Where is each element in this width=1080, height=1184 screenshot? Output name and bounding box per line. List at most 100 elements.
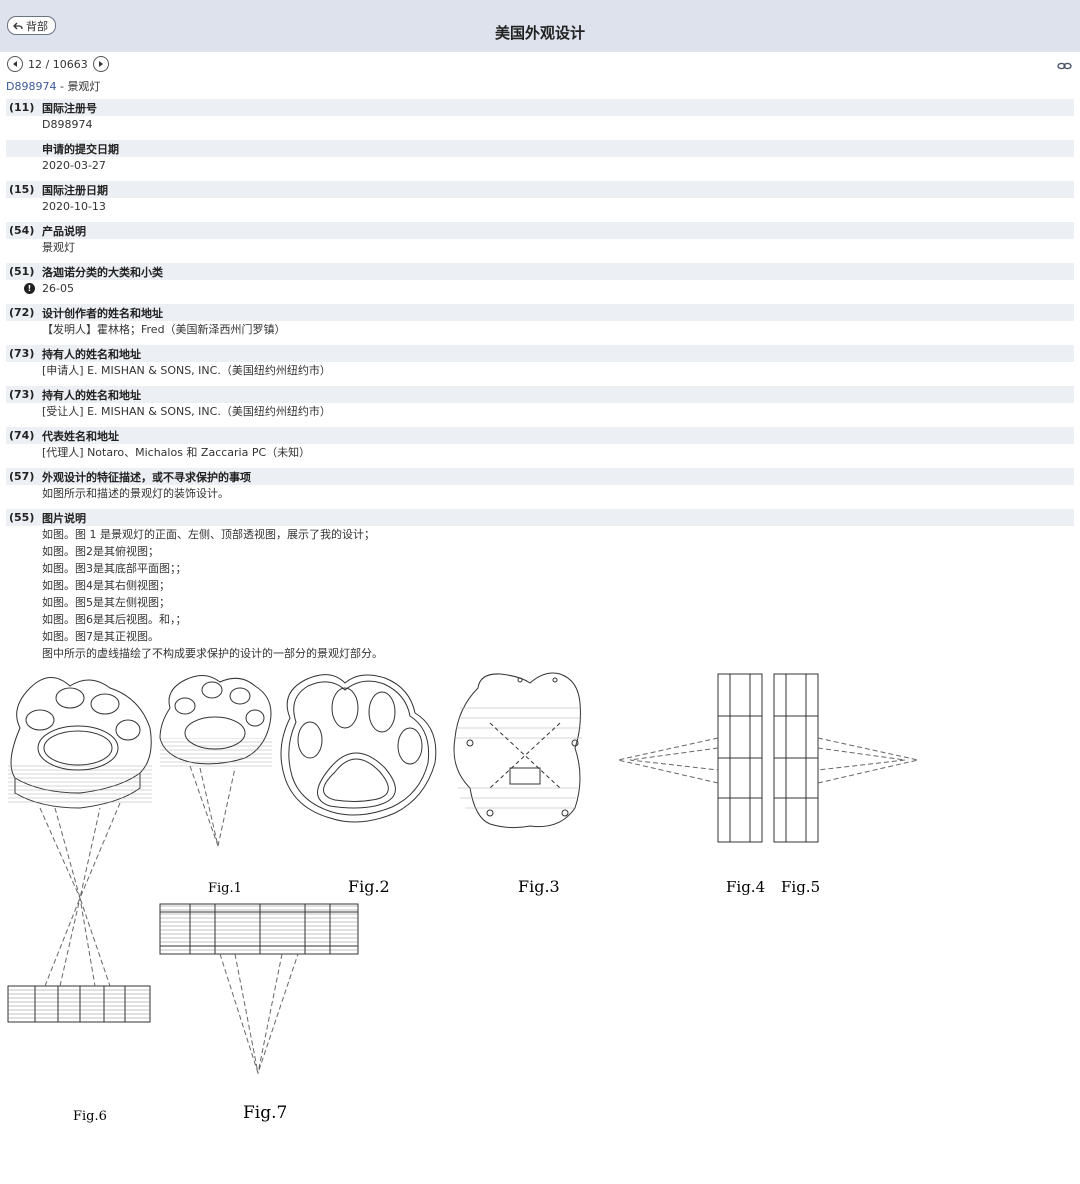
fig5-label: Fig.5 — [781, 878, 820, 896]
field-value-text: 26-05 — [42, 282, 74, 295]
field-value-text: 2020-10-13 — [42, 200, 106, 213]
field-value: 如图。图4是其右侧视图； — [6, 577, 1074, 594]
field-value: 如图。图7是其正视图。 — [6, 628, 1074, 645]
field-code: (15) — [9, 183, 35, 196]
field-label: 国际注册日期 — [42, 183, 108, 197]
fig6-label: Fig.6 — [73, 1109, 107, 1124]
field-value: [受让人] E. MISHAN & SONS, INC.（美国纽约州纽约市） — [6, 403, 1074, 420]
field-value-text: [代理人] Notaro、Michalos 和 Zaccaria PC（未知） — [42, 446, 311, 459]
field-block: (54)产品说明景观灯 — [6, 222, 1074, 256]
fig7-label: Fig.7 — [243, 1103, 287, 1123]
field-label: 外观设计的特征描述，或不寻求保护的事项 — [42, 470, 251, 484]
field-value-text: D898974 — [42, 118, 93, 131]
field-label: 图片说明 — [42, 511, 86, 525]
field-value-text: [申请人] E. MISHAN & SONS, INC.（美国纽约州纽约市） — [42, 364, 331, 377]
document-separator: - — [56, 80, 68, 93]
field-code: (57) — [9, 470, 35, 483]
field-value: 如图。图6是其后视图。和，； — [6, 611, 1074, 628]
field-header: (51) 洛迦诺分类的大类和小类 — [6, 263, 1074, 280]
field-value: 图中所示的虚线描绘了不构成要求保护的设计的一部分的景观灯部分。 — [6, 645, 1074, 662]
field-value-text: 图中所示的虚线描绘了不构成要求保护的设计的一部分的景观灯部分。 — [42, 647, 383, 660]
field-code: (51) — [9, 265, 35, 278]
field-value: [代理人] Notaro、Michalos 和 Zaccaria PC（未知） — [6, 444, 1074, 461]
field-value-text: 如图。图 1 是景观灯的正面、左侧、顶部透视图，展示了我的设计； — [42, 528, 375, 541]
fig1-paw-perspective — [8, 677, 152, 899]
back-button-label: 背部 — [26, 19, 48, 33]
field-value: 如图。图5是其左侧视图； — [6, 594, 1074, 611]
field-code: (72) — [9, 306, 35, 319]
document-name: 景观灯 — [67, 80, 101, 93]
prev-arrow-icon — [13, 61, 17, 67]
field-block: (57) 外观设计的特征描述，或不寻求保护的事项如图所示和描述的景观灯的装饰设计。 — [6, 468, 1074, 502]
fig3-label: Fig.3 — [518, 877, 560, 896]
field-code: (55) — [9, 511, 35, 524]
field-value-text: 如图。图2是其俯视图； — [42, 545, 159, 558]
field-value-text: 如图所示和描述的景观灯的装饰设计。 — [42, 487, 229, 500]
link-icon[interactable] — [1057, 61, 1072, 71]
field-value-text: 如图。图5是其左侧视图； — [42, 596, 170, 609]
next-button[interactable] — [92, 56, 109, 72]
fig2-paw-top-view — [280, 674, 437, 823]
field-code: (73) — [9, 388, 35, 401]
field-value: 如图。图3是其底部平面图；； — [6, 560, 1074, 577]
field-header: (11) 国际注册号 — [6, 99, 1074, 116]
fig2-paw-perspective-small — [159, 675, 272, 847]
field-value: 景观灯 — [6, 239, 1074, 256]
field-block: 申请的提交日期 2020-03-27 — [6, 140, 1074, 174]
field-code: (11) — [9, 101, 35, 114]
field-header: (15) 国际注册日期 — [6, 181, 1074, 198]
fig2-label: Fig.2 — [348, 877, 390, 896]
info-icon[interactable]: ! — [24, 283, 35, 294]
fig7-front-view — [159, 903, 359, 1075]
fig4-right-side-view — [617, 673, 763, 843]
field-label: 持有人的姓名和地址 — [42, 388, 141, 402]
design-drawings-image: Fig.1 Fig.2 Fig.3 Fig.4 Fig.5 Fig.6 Fig.… — [7, 672, 919, 1124]
field-header: (55) 图片说明 — [6, 509, 1074, 526]
field-block: (11) 国际注册号 D898974 — [6, 99, 1074, 133]
field-value: 如图。图 1 是景观灯的正面、左侧、顶部透视图，展示了我的设计； — [6, 526, 1074, 543]
field-code: (74) — [9, 429, 35, 442]
field-block: (51) 洛迦诺分类的大类和小类! 26-05 — [6, 263, 1074, 297]
field-label: 代表姓名和地址 — [42, 429, 119, 443]
top-bar: 背部 美国外观设计 — [0, 0, 1080, 52]
field-value-text: 如图。图7是其正视图。 — [42, 630, 159, 643]
field-block: (73) 持有人的姓名和地址 [申请人] E. MISHAN & SONS, INC… — [6, 345, 1074, 379]
field-value-text: 【发明人】霍林格；Fred（美国新泽西州门罗镇） — [42, 323, 286, 336]
back-arrow-icon — [13, 22, 23, 29]
field-value-text: 2020-03-27 — [42, 159, 106, 172]
pager: 12 / 10663 — [7, 56, 109, 72]
field-header: (73) 持有人的姓名和地址 — [6, 386, 1074, 403]
field-value: 【发明人】霍林格；Fred（美国新泽西州门罗镇） — [6, 321, 1074, 338]
field-value: 2020-03-27 — [6, 157, 1074, 174]
field-header: 申请的提交日期 — [6, 140, 1074, 157]
bibliographic-fields: (11) 国际注册号 D898974 申请的提交日期 2020-03-27 (15) 国际注… — [6, 99, 1074, 662]
fig6-rear-view — [7, 896, 151, 1023]
field-block: (15) 国际注册日期 2020-10-13 — [6, 181, 1074, 215]
field-block: (72) 设计创作者的姓名和地址【发明人】霍林格；Fred（美国新泽西州门罗镇） — [6, 304, 1074, 338]
field-block: (55) 图片说明如图。图 1 是景观灯的正面、左侧、顶部透视图，展示了我的设计；… — [6, 509, 1074, 662]
back-button[interactable]: 背部 — [7, 16, 56, 35]
field-header: (54)产品说明 — [6, 222, 1074, 239]
field-header: (74) 代表姓名和地址 — [6, 427, 1074, 444]
document-heading: D898974 - 景观灯 — [6, 78, 100, 94]
field-label: 持有人的姓名和地址 — [42, 347, 141, 361]
field-value: D898974 — [6, 116, 1074, 133]
field-label: 设计创作者的姓名和地址 — [42, 306, 163, 320]
field-label: 国际注册号 — [42, 101, 97, 115]
prev-button[interactable] — [7, 56, 23, 72]
field-value: 如图所示和描述的景观灯的装饰设计。 — [6, 485, 1074, 502]
page-title: 美国外观设计 — [494, 24, 585, 42]
field-value: 2020-10-13 — [6, 198, 1074, 215]
field-label: 产品说明 — [42, 224, 86, 238]
field-value-text: 如图。图3是其底部平面图；； — [42, 562, 187, 575]
field-code: (73) — [9, 347, 35, 360]
field-value: ! 26-05 — [6, 280, 1074, 297]
field-value-text: [受让人] E. MISHAN & SONS, INC.（美国纽约州纽约市） — [42, 405, 331, 418]
field-value-text: 如图。图4是其右侧视图； — [42, 579, 170, 592]
field-label: 洛迦诺分类的大类和小类 — [42, 265, 163, 279]
fig5-left-side-view — [773, 673, 919, 843]
document-number-link[interactable]: D898974 — [6, 80, 57, 93]
field-value-text: 如图。图6是其后视图。和，； — [42, 613, 187, 626]
field-value: 如图。图2是其俯视图； — [6, 543, 1074, 560]
pager-count: 12 / 10663 — [28, 57, 88, 71]
